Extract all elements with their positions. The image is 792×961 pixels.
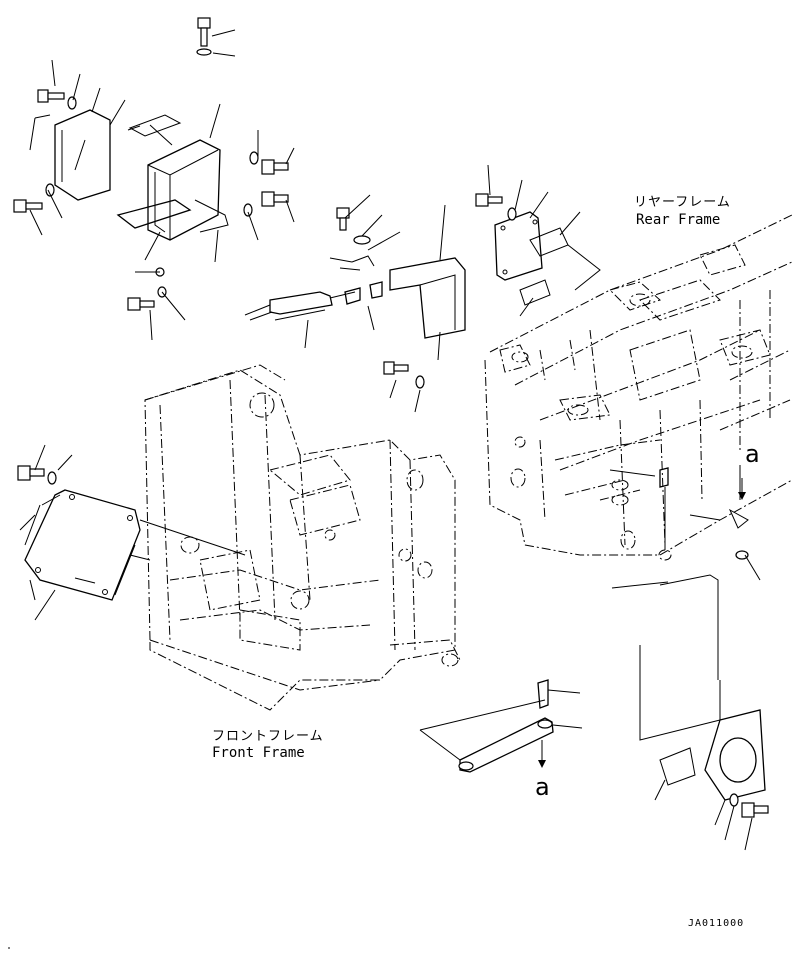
bolt-icon [729,793,769,818]
bolt-icon [37,89,77,110]
bolt-icon [383,361,425,389]
front-frame-label-jp: フロントフレーム [212,729,324,744]
front-frame-label-en: Front Frame [212,745,305,761]
hose-bracket-assembly [244,194,466,413]
front-frame [144,364,461,711]
box-cover-assembly [13,17,295,341]
rear-cover-plate [475,164,601,317]
view-arrow-icon [538,740,546,768]
bolt-icon [243,191,289,217]
rear-frame-label-jp: リヤーフレーム [634,195,731,210]
bolt-icon [475,193,517,221]
front-cover-plate [17,444,246,621]
view-mark-lower: a [535,773,550,801]
bolt-icon [196,17,212,56]
flange-plate [639,465,769,851]
drawing-code: JA011000 [688,918,745,929]
bolt-icon [13,183,55,213]
view-arrow-icon [738,478,746,500]
bolt-icon [17,465,57,485]
lock-bar-assembly [419,467,719,773]
bolt-icon [336,207,371,245]
view-mark-upper: a [745,440,760,468]
bolt-icon [249,151,289,175]
bolt-icon [127,286,167,311]
rear-frame [484,214,792,561]
rear-frame-label-en: Rear Frame [636,212,721,228]
